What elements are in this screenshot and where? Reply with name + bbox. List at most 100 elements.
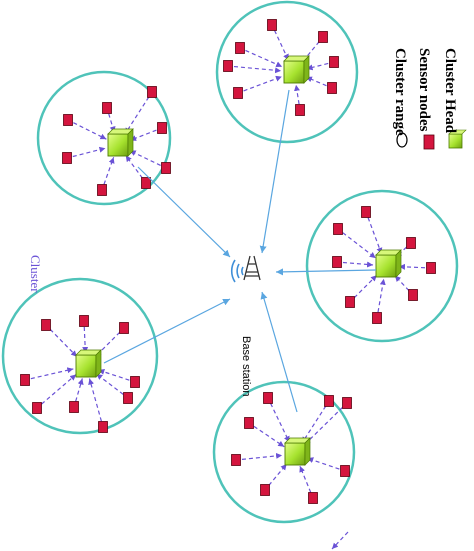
cluster-range-circle [212,380,356,524]
node-to-head-arrow [124,96,150,135]
sensor-node [345,296,355,308]
head-to-base-link [137,166,231,258]
sensor-node [342,397,352,409]
cluster-label: Cluster [28,255,43,293]
sensor-node [327,82,337,94]
node-to-head-arrow [306,62,329,71]
legend-cluster-head: Cluster Head [442,48,458,134]
sensor-node [361,206,371,218]
sensor-node [332,256,342,268]
cluster-head-side [395,249,402,278]
cluster-2 [215,0,359,144]
node-to-head-arrow [82,326,89,354]
node-to-head-arrow [49,328,78,358]
cluster-head-side [95,349,102,378]
cluster-head-front [375,254,397,278]
sensor-node [426,262,436,274]
sensor-node [329,56,339,68]
cluster-head [375,249,402,278]
node-to-head-arrow [377,278,386,313]
sensor-node [406,237,416,249]
cluster-5 [212,380,356,524]
sensor-node [69,401,79,413]
node-to-head-arrow [301,405,327,444]
sensor-node [324,395,334,407]
sensor-node [130,376,140,388]
cluster-1 [36,70,172,206]
sensor-node [223,60,233,72]
sensor-node [231,454,241,466]
node-to-head-arrow [394,275,410,292]
node-to-head-arrow [30,367,74,380]
clusters-layer [1,0,459,524]
sensor-node [79,315,89,327]
sensor-node [244,417,254,429]
cluster-head-side [304,437,311,466]
node-to-head-arrow [268,463,288,486]
sensor-node [260,484,270,496]
legend-cluster-range: Cluster range [392,48,408,136]
cluster-head-front [107,133,129,157]
sensor-node [340,465,350,477]
sensor-node-legend-icon [423,134,435,150]
node-to-head-arrow [253,425,285,448]
head-to-base-link [275,268,377,276]
node-to-head-arrow [398,263,426,270]
head-to-base-link [260,291,298,413]
head-to-base-link [103,298,231,364]
cluster-head-front [284,442,306,466]
node-to-head-arrow [303,406,344,446]
sensor-node [63,114,73,126]
node-to-head-arrow [305,76,327,87]
node-to-head-arrow [294,84,300,105]
sensor-node [408,289,418,301]
antenna-tower-icon [230,255,261,283]
sensor-node [62,152,72,164]
cluster-head [75,349,102,378]
cluster-head-side [127,128,134,157]
node-to-head-arrow [73,122,107,140]
node-to-head-arrow [342,261,374,268]
node-to-head-arrow [75,378,84,402]
node-to-head-arrow [41,374,77,405]
node-to-head-arrow [103,157,115,185]
sensor-node [147,86,157,98]
cluster-head [107,128,134,157]
node-to-head-arrow [95,373,124,395]
sensor-node [141,177,151,189]
node-to-head-arrow [307,457,340,470]
base-station-label: Base station [240,336,252,397]
sensor-node [41,319,51,331]
node-to-head-arrow [129,129,157,141]
node-to-head-arrow [72,146,106,158]
node-to-head-arrow [274,30,290,61]
sensor-node [98,421,108,433]
node-to-head-arrow [129,150,161,166]
cluster-range-legend-icon [396,132,408,148]
cluster-head-legend-icon [448,129,467,149]
sensor-node [233,87,243,99]
sensor-node [161,162,171,174]
cluster-head [283,55,310,84]
sensor-node [235,42,245,54]
node-to-head-arrow [270,403,290,443]
sensor-node [308,492,318,504]
node-to-head-arrow [353,274,378,299]
cluster-head-front [75,354,97,378]
sensor-node [119,322,129,334]
cluster-head [284,437,311,466]
sensor-node [123,392,133,404]
node-to-head-arrow [299,465,312,493]
node-to-head-arrow [125,155,143,179]
legend-sensor-nodes: Sensor nodes [416,48,432,132]
sensor-node [32,402,42,414]
legend: Cluster range Sensor nodes Cluster Head [392,48,467,150]
sensor-node [97,184,107,196]
cluster-head-front [283,60,305,84]
decorative-arrow [331,531,349,550]
node-to-head-arrow [88,378,102,422]
head-to-base-link [259,89,290,254]
sensor-node [157,122,167,134]
sensor-node [333,223,343,235]
